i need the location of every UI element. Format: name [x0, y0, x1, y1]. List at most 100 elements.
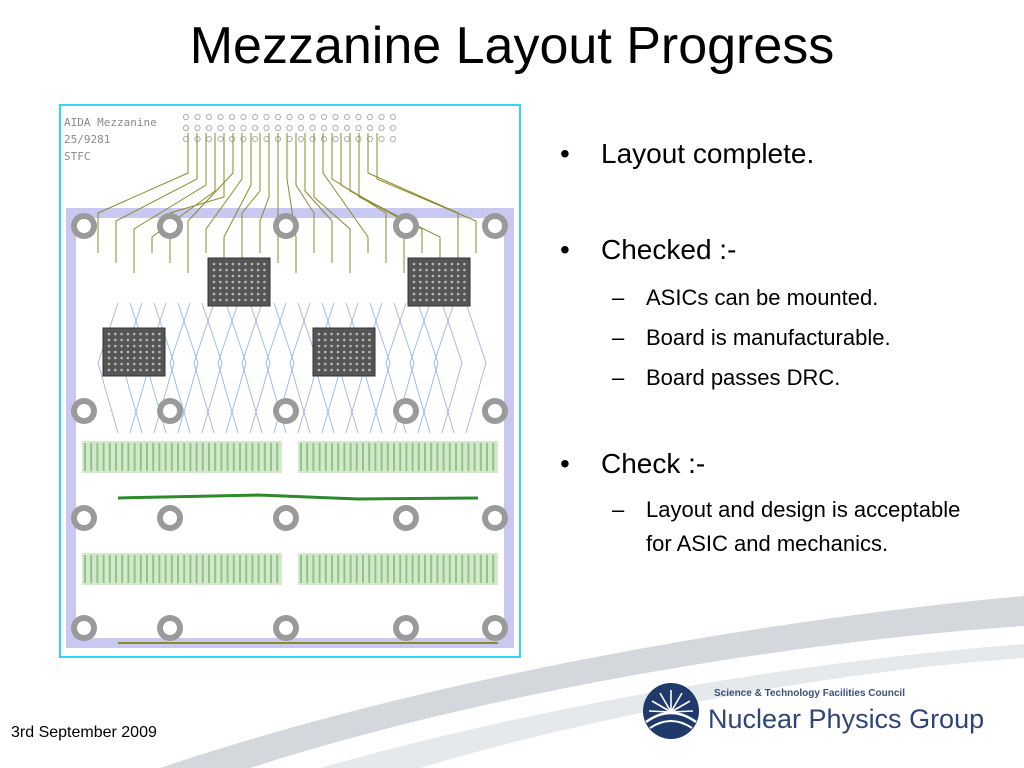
connector-pad: [332, 135, 339, 143]
chip-ball: [114, 332, 117, 336]
sub-bullet-text: Board passes DRC.: [646, 365, 841, 390]
chip-ball: [336, 368, 340, 372]
chip-ball: [225, 274, 228, 278]
chip-ball: [225, 262, 228, 266]
chip-ball: [361, 344, 365, 348]
trace: [223, 133, 252, 263]
chip-ball: [349, 344, 352, 348]
chip-ball: [107, 368, 111, 372]
connector-pad: [309, 135, 316, 143]
trace: [441, 302, 463, 434]
chip-ball: [324, 332, 327, 336]
chip-ball: [219, 286, 222, 290]
mounting-hole-center: [163, 621, 177, 635]
chip-ball: [107, 362, 111, 366]
trace: [289, 302, 311, 434]
bullet-text: Layout complete.: [601, 138, 815, 169]
chip-ball: [444, 268, 447, 272]
connector-pad: [217, 124, 224, 132]
chip-ball: [237, 268, 241, 272]
connector-pad: [309, 113, 316, 121]
chip-ball: [330, 368, 333, 372]
chip-ball: [425, 292, 428, 296]
bullet-text: Checked :-: [601, 234, 737, 265]
chip-ball: [114, 338, 117, 342]
chip-ball: [231, 298, 235, 302]
mounting-hole-center: [279, 511, 293, 525]
trace: [187, 133, 234, 273]
chip-ball: [263, 274, 266, 278]
chip-ball: [425, 268, 428, 272]
chip-ball: [412, 292, 416, 296]
chip-ball: [317, 338, 321, 342]
chip-ball: [437, 292, 441, 296]
trace: [193, 302, 215, 434]
chip-ball: [132, 368, 136, 372]
chip-ball: [250, 280, 254, 284]
chip-ball: [256, 262, 260, 266]
chip-ball: [120, 338, 123, 342]
trace: [409, 302, 431, 434]
chip-ball: [330, 338, 333, 342]
chip-ball: [114, 356, 117, 360]
mounting-hole-center: [163, 219, 177, 233]
chip-ball: [444, 286, 447, 290]
chip-ball: [419, 292, 422, 296]
chip-ball: [463, 268, 466, 272]
chip-ball: [237, 298, 241, 302]
chip-ball: [324, 338, 327, 342]
trace: [417, 302, 439, 434]
chip-ball: [225, 268, 228, 272]
chip-ball: [349, 356, 352, 360]
chip-ball: [145, 368, 149, 372]
trace: [249, 302, 271, 434]
chip-ball: [330, 356, 333, 360]
chip-ball: [368, 338, 371, 342]
connector-pad: [182, 113, 190, 121]
chip-ball: [317, 344, 321, 348]
chip-ball: [342, 344, 346, 348]
logo-group-text: Nuclear Physics Group: [708, 704, 985, 734]
chip-ball: [225, 292, 228, 296]
chip-ball: [361, 338, 365, 342]
trace: [322, 133, 369, 253]
chip-ball: [132, 338, 136, 342]
chip-ball: [336, 332, 340, 336]
chip-ball: [317, 356, 321, 360]
chip-ball: [237, 292, 241, 296]
chip-ball: [114, 350, 117, 354]
chip-ball: [107, 350, 111, 354]
chip-ball: [450, 274, 454, 278]
trace: [151, 133, 216, 253]
chip-ball: [263, 280, 266, 284]
chip-ball: [126, 344, 130, 348]
connector-pad: [182, 124, 190, 132]
trace: [295, 133, 315, 253]
connector-pad: [355, 124, 362, 132]
chip-ball: [151, 332, 155, 336]
chip-ball: [412, 298, 416, 302]
chip-ball: [145, 356, 149, 360]
logo-council-text: Science & Technology Facilities Council: [714, 688, 905, 699]
chip-ball: [237, 280, 241, 284]
chip-ball: [425, 286, 428, 290]
mounting-hole-center: [77, 511, 91, 525]
chip-ball: [425, 298, 428, 302]
board-label-line-3: STFC: [64, 150, 91, 163]
chip-ball: [368, 356, 371, 360]
connector-pad: [274, 113, 282, 121]
trace: [97, 133, 189, 253]
bullet-dot: •: [560, 138, 570, 169]
trace: [259, 133, 270, 253]
chip-ball: [107, 332, 111, 336]
mounting-hole-center: [488, 404, 502, 418]
chip-ball: [412, 274, 416, 278]
connector-pad: [378, 135, 385, 143]
chip-ball: [151, 350, 155, 354]
chip-ball: [336, 356, 340, 360]
chip-ball: [437, 262, 441, 266]
chip-ball: [450, 280, 454, 284]
stfc-globe-icon: [643, 683, 699, 739]
chip-ball: [444, 292, 447, 296]
chip-ball: [212, 292, 216, 296]
